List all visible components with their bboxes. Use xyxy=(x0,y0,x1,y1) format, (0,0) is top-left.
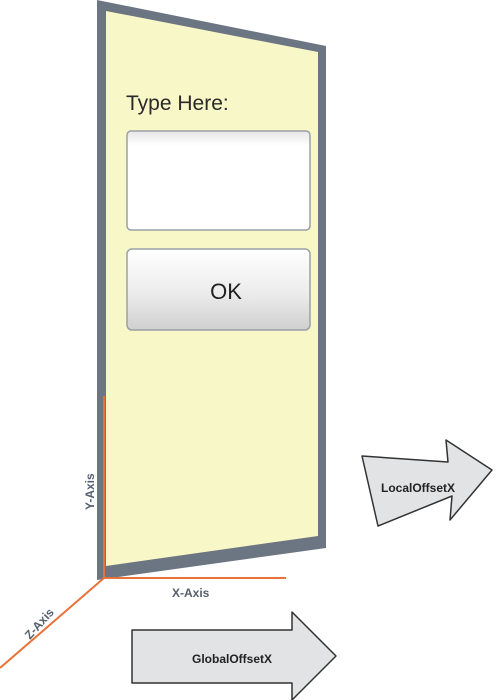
ok-button-body[interactable] xyxy=(126,248,311,331)
global-offset-arrow: GlobalOffsetX xyxy=(131,611,337,700)
ok-button[interactable]: OK xyxy=(126,248,311,331)
panel-title: Type Here: xyxy=(126,92,229,115)
local-offset-arrow: LocalOffsetX xyxy=(361,439,493,527)
text-input[interactable] xyxy=(126,130,311,231)
y-axis-label: Y-Axis xyxy=(83,473,97,510)
global-offset-label: GlobalOffsetX xyxy=(192,652,272,666)
local-offset-arrow-shape xyxy=(361,439,493,527)
z-axis-line xyxy=(0,577,105,669)
global-offset-arrow-shape xyxy=(131,611,337,700)
axes xyxy=(0,396,286,669)
x-axis-label: X-Axis xyxy=(172,586,210,600)
ok-button-label[interactable]: OK xyxy=(210,279,242,304)
local-offset-label: LocalOffsetX xyxy=(381,481,455,495)
